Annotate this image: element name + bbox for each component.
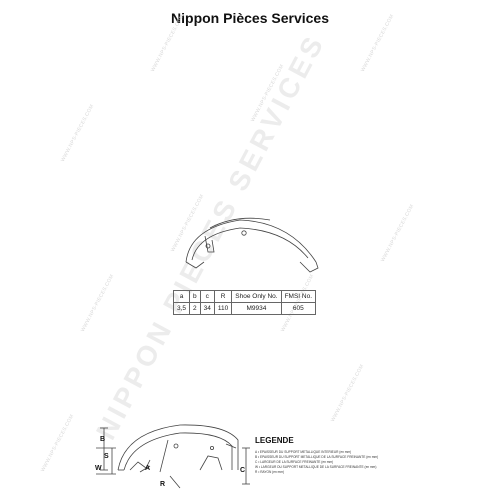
dim-label-s: S bbox=[104, 453, 109, 460]
spec-header-fmsi-no: FMSI No. bbox=[280, 290, 317, 303]
legend-item: A • EPAISSEUR DU SUPPORT METALLIQUE INTE… bbox=[255, 450, 352, 454]
legend-item: R • RAYON (en mm) bbox=[255, 470, 285, 474]
legend-list: A • EPAISSEUR DU SUPPORT METALLIQUE INTE… bbox=[255, 450, 415, 475]
spec-header-r: R bbox=[213, 290, 233, 303]
page-title: Nippon Pièces Services bbox=[171, 10, 329, 26]
legend-item: B • EPAISSEUR DU SUPPORT METALLIQUE DE L… bbox=[255, 455, 379, 459]
spec-value-fmsi-no: 605 bbox=[280, 302, 317, 315]
spec-value-b: 2 bbox=[189, 302, 201, 315]
spec-value-a: 3,5 bbox=[172, 302, 191, 315]
spec-header-c: c bbox=[199, 290, 215, 303]
dim-label-w: W bbox=[95, 465, 102, 472]
legend-title: LEGENDE bbox=[255, 436, 294, 445]
legend-item: C • LARGEUR DE LA SURFACE FREINANTE (en … bbox=[255, 460, 334, 464]
spec-header-b: b bbox=[189, 290, 201, 303]
spec-table-row: 3,5 2 34 110 M9934 605 bbox=[172, 302, 317, 315]
dim-label-b: B bbox=[100, 436, 105, 443]
spec-table-header-row: a b c R Shoe Only No. FMSI No. bbox=[172, 290, 317, 303]
spec-value-r: 110 bbox=[213, 302, 233, 315]
legend-item: W • LARGEUR DU SUPPORT METALLIQUE DE LA … bbox=[255, 465, 377, 469]
dim-label-a: A bbox=[145, 465, 150, 472]
spec-table: a b c R Shoe Only No. FMSI No. 3,5 2 34 … bbox=[172, 290, 317, 315]
spec-value-shoe-only-no: M9934 bbox=[231, 302, 282, 315]
dimension-diagram bbox=[96, 424, 250, 489]
dim-label-c: C bbox=[240, 467, 245, 474]
spec-header-a: a bbox=[172, 290, 191, 303]
brake-shoe-drawing bbox=[185, 217, 319, 273]
dim-label-r: R bbox=[160, 481, 165, 488]
spec-value-c: 34 bbox=[199, 302, 215, 315]
spec-header-shoe-only-no: Shoe Only No. bbox=[231, 290, 282, 303]
